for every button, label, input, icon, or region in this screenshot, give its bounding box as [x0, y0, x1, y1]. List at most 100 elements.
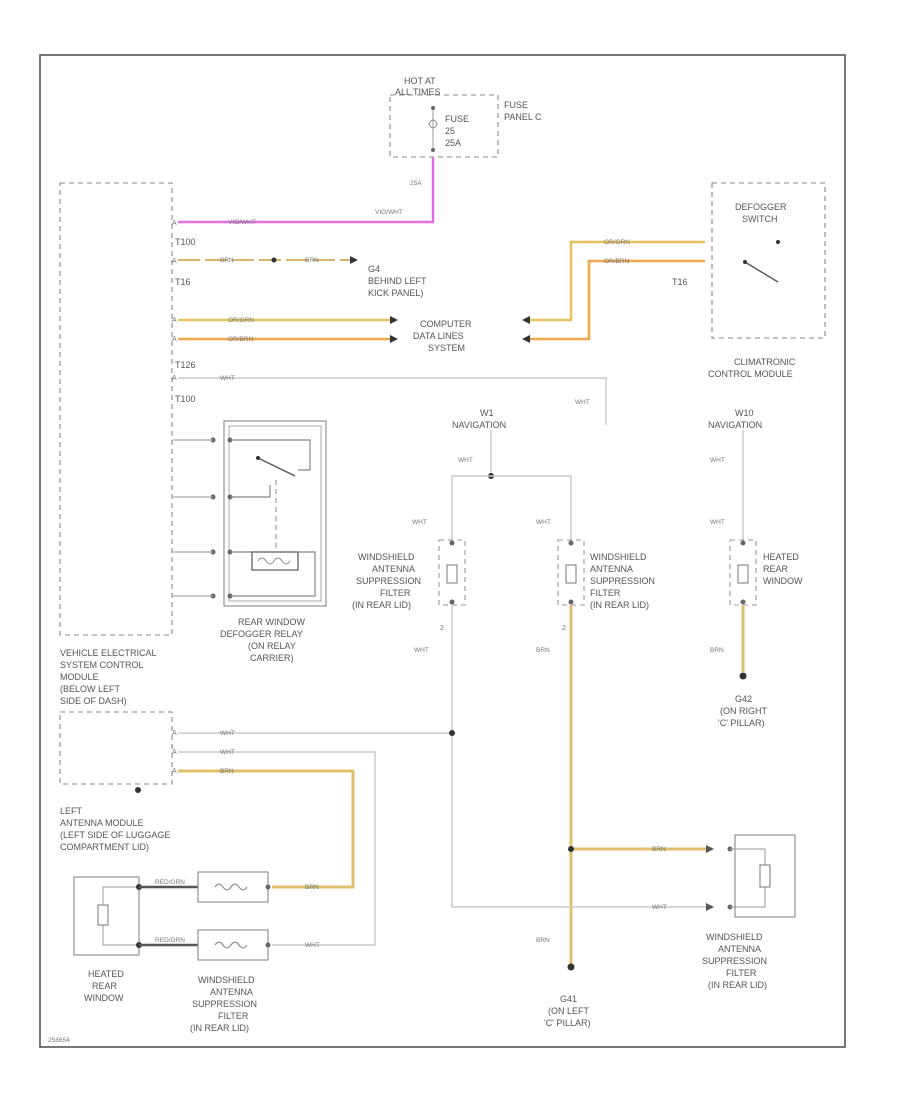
cdl-label-2: DATA LINES: [413, 331, 464, 341]
ground-g41-label: G41: [560, 994, 577, 1004]
svg-text:A: A: [172, 730, 177, 737]
windshield-filter-left: [438, 539, 466, 606]
wire-wht-t126: [178, 377, 607, 425]
wire-label: BRN: [536, 647, 550, 654]
defogger-switch-label-2: SWITCH: [742, 214, 778, 224]
defogger-switch-icon: [744, 261, 779, 283]
wire-label: VIO/WHT: [228, 219, 256, 226]
wire-label: BRN: [305, 257, 319, 264]
svg-text:A: A: [172, 749, 177, 756]
wire-wht-nav-split: [451, 475, 572, 540]
wire-label: WHT: [220, 375, 235, 382]
svg-text:A: A: [172, 258, 177, 265]
connector-t16-b: T16: [672, 277, 688, 287]
windshield-filter-lower-right: [727, 834, 796, 918]
antenna-module-label-2: ANTENNA MODULE: [60, 818, 144, 828]
cdl-label: COMPUTER: [420, 319, 472, 329]
ground-g41-label-3: 'C' PILLAR): [544, 1018, 590, 1028]
fuse-hot-label-2: ALL TIMES: [395, 87, 441, 97]
heated-rear-window-left: [73, 876, 142, 956]
connector-t16: T16: [175, 277, 191, 287]
svg-text:A: A: [172, 375, 177, 382]
fuse-panel-label: FUSE: [504, 100, 528, 110]
wire-label: VIO/WHT: [375, 209, 403, 216]
wire-label: WHT: [710, 457, 725, 464]
wire-label: RED/GRN: [155, 937, 185, 944]
wire-label: WHT: [412, 519, 427, 526]
ws-filter-lr-label-5: (IN REAR LID): [708, 980, 767, 990]
climatronic-label: CLIMATRONIC: [734, 357, 796, 367]
ws-filter-lr-label: WINDSHIELD: [706, 932, 763, 942]
relay-label: REAR WINDOW: [238, 617, 306, 627]
ground-g42-label-2: (ON RIGHT: [720, 706, 767, 716]
wire-label: BRN: [652, 846, 666, 853]
relay-label-2: DEFOGGER RELAY: [220, 629, 303, 639]
pin-label: 2: [440, 625, 444, 632]
diagram-frame: [39, 54, 846, 1048]
windshield-filter-center: [557, 539, 585, 606]
wire-or-brn-right: [525, 259, 705, 341]
ws-filter-left-label-4: FILTER: [380, 588, 411, 598]
wire-label: WHT: [305, 942, 320, 949]
wire-label: BRN: [305, 884, 319, 891]
heated-window-left-label-2: REAR: [92, 981, 118, 991]
wire-label: WHT: [220, 749, 235, 756]
connector-t126: T126: [175, 360, 196, 370]
wire-vio-wht: [178, 157, 435, 224]
ws-filter-lr-label-3: SUPPRESSION: [702, 956, 767, 966]
heated-window-right-label-3: WINDOW: [763, 576, 803, 586]
ws-filter-center-label-2: ANTENNA: [590, 564, 633, 574]
ws-filter-bottom-label-3: SUPPRESSION: [192, 999, 257, 1009]
ws-filter-left-label-2: ANTENNA: [372, 564, 415, 574]
fuse-panel-label-2: PANEL C: [504, 112, 542, 122]
wire-label: OR/BRN: [604, 258, 630, 265]
fuse-number: 25: [445, 126, 455, 136]
ground-g4-location-2: KICK PANEL): [368, 288, 423, 298]
fuse-rating: 25A: [445, 138, 461, 148]
heated-window-left-label-3: WINDOW: [84, 993, 124, 1003]
pin-label: 2: [562, 625, 566, 632]
antenna-module-label-4: COMPARTMENT LID): [60, 842, 149, 852]
vescm-pins: A A A A A T100 T16 T126 T100: [172, 220, 196, 404]
climatronic-module: [711, 182, 826, 339]
svg-text:A: A: [172, 317, 177, 324]
wire-label: WHT: [710, 519, 725, 526]
ws-filter-left-label: WINDSHIELD: [358, 552, 415, 562]
ground-g4-location: BEHIND LEFT: [368, 276, 427, 286]
wire-label: OR/GRN: [228, 317, 254, 324]
vescm-label: VEHICLE ELECTRICAL: [60, 648, 157, 658]
ground-g42-label: G42: [735, 694, 752, 704]
ws-filter-left-label-3: SUPPRESSION: [356, 576, 421, 586]
fuse-icon: [428, 119, 438, 129]
wire-label: WHT: [536, 519, 551, 526]
wire-label: BRN: [220, 257, 234, 264]
ground-g41-label-2: (ON LEFT: [548, 1006, 590, 1016]
climatronic-label-2: CONTROL MODULE: [708, 369, 793, 379]
wire-label: WHT: [575, 399, 590, 406]
wire-label: BRN: [536, 937, 550, 944]
ws-filter-center-label: WINDSHIELD: [590, 552, 647, 562]
wire-or-grn-right: [525, 240, 705, 322]
figure-code: 258654: [48, 1037, 70, 1044]
svg-text:A: A: [172, 336, 177, 343]
nav-w10-label: W10: [735, 408, 754, 418]
wire-label: WHT: [220, 730, 235, 737]
relay-switch-icon: [257, 457, 296, 477]
antenna-module-label: LEFT: [60, 806, 83, 816]
ws-filter-left-label-5: (IN REAR LID): [352, 600, 411, 610]
fuse-label: FUSE: [445, 114, 469, 124]
heated-window-left-label: HEATED: [88, 969, 124, 979]
ground-arrow: [350, 256, 358, 264]
antenna-module-label-3: (LEFT SIDE OF LUGGAGE: [60, 830, 170, 840]
heated-window-right-label: HEATED: [763, 552, 799, 562]
wire-label: WHT: [414, 647, 429, 654]
ground-g41-icon: [567, 963, 575, 971]
ground-g42-icon: [739, 672, 747, 680]
relay-label-3: (ON RELAY: [248, 641, 296, 651]
vescm-module: [59, 182, 173, 636]
windshield-filter-bottom: [197, 871, 271, 961]
cdl-label-3: SYSTEM: [428, 343, 465, 353]
svg-text:A: A: [172, 768, 177, 775]
wire-label: OR/BRN: [228, 336, 254, 343]
